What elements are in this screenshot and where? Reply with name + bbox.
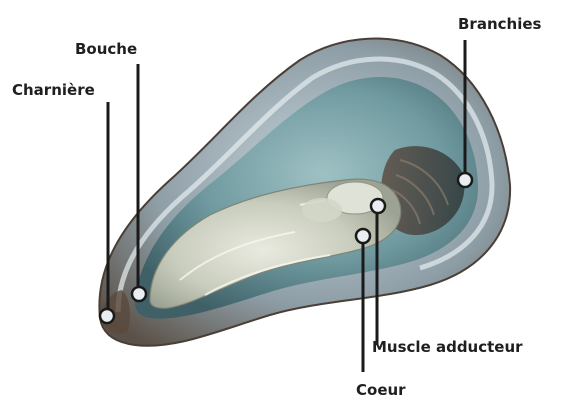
label-coeur: Coeur bbox=[356, 383, 406, 398]
label-branchies: Branchies bbox=[458, 17, 541, 32]
marker-coeur bbox=[356, 229, 370, 243]
marker-branchies bbox=[458, 173, 472, 187]
marker-muscle bbox=[371, 199, 385, 213]
marker-charniere bbox=[100, 309, 114, 323]
label-bouche: Bouche bbox=[75, 42, 137, 57]
label-charniere: Charnière bbox=[12, 83, 95, 98]
label-muscle-adducteur: Muscle adducteur bbox=[372, 340, 523, 355]
marker-bouche bbox=[132, 287, 146, 301]
